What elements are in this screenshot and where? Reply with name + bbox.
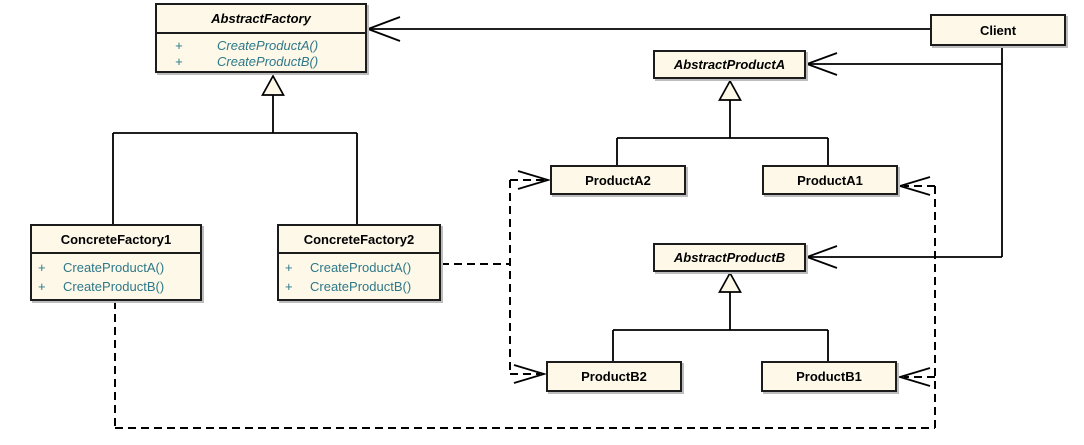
method-signature: CreateProductA() xyxy=(310,260,412,275)
class-concrete-factory2: ConcreteFactory2 + CreateProductA() + Cr… xyxy=(277,224,441,301)
methods-compartment: + CreateProductA() + CreateProductB() xyxy=(279,252,439,296)
class-product-b2: ProductB2 xyxy=(546,361,682,392)
method-row: + CreateProductB() xyxy=(285,277,439,296)
hollow-triangle-abstractproductb xyxy=(718,271,742,293)
class-title: ProductB1 xyxy=(796,369,862,384)
class-title: AbstractProductB xyxy=(673,250,786,265)
visibility-marker: + xyxy=(38,260,46,275)
class-client: Client xyxy=(930,14,1066,46)
association-client-to-abstractproductb xyxy=(804,245,1002,269)
class-concrete-factory1: ConcreteFactory1 + CreateProductA() + Cr… xyxy=(30,224,202,301)
class-title: Client xyxy=(979,22,1017,38)
association-client-to-abstractproducta xyxy=(804,52,1002,76)
class-title: ProductB2 xyxy=(581,369,647,384)
generalization-productb-tree xyxy=(612,271,829,361)
generalization-factories-tree xyxy=(112,74,358,224)
association-client-to-abstractfactory xyxy=(365,16,930,42)
class-title: ProductA1 xyxy=(797,172,863,188)
methods-compartment: + CreateProductA() + CreateProductB() xyxy=(32,252,200,296)
hollow-triangle-abstractproducta xyxy=(718,79,742,101)
visibility-marker: + xyxy=(285,260,293,275)
methods-compartment: + CreateProductA() + CreateProductB() xyxy=(157,32,365,70)
method-row: + CreateProductA() xyxy=(285,258,439,277)
class-abstract-product-a: AbstractProductA xyxy=(653,50,806,79)
visibility-marker: + xyxy=(38,279,46,294)
dependency-concretefactory1-to-products xyxy=(114,176,936,429)
class-product-a1: ProductA1 xyxy=(762,165,898,195)
method-row: + CreateProductA() xyxy=(38,258,200,277)
method-row: + CreateProductB() xyxy=(175,54,365,70)
visibility-marker: + xyxy=(285,279,293,294)
class-title: ProductA2 xyxy=(585,172,651,188)
class-title: ConcreteFactory2 xyxy=(303,231,415,247)
class-abstract-product-b: AbstractProductB xyxy=(653,243,806,272)
method-signature: CreateProductA() xyxy=(217,38,319,53)
class-title: AbstractProductA xyxy=(673,57,786,72)
class-title: ConcreteFactory1 xyxy=(60,231,172,247)
class-product-b1: ProductB1 xyxy=(761,361,897,392)
method-row: + CreateProductB() xyxy=(38,277,200,296)
visibility-marker: + xyxy=(175,54,183,69)
dependency-concretefactory2-to-products xyxy=(441,170,552,384)
method-signature: CreateProductB() xyxy=(63,279,165,294)
method-signature: CreateProductA() xyxy=(63,260,165,275)
class-abstract-factory: AbstractFactory + CreateProductA() + Cre… xyxy=(155,3,367,73)
hollow-triangle-abstractfactory xyxy=(261,74,285,96)
method-row: + CreateProductA() xyxy=(175,38,365,54)
generalization-producta-tree xyxy=(616,79,829,165)
class-title: AbstractFactory xyxy=(211,11,311,26)
method-signature: CreateProductB() xyxy=(217,54,319,69)
method-signature: CreateProductB() xyxy=(310,279,412,294)
visibility-marker: + xyxy=(175,38,183,53)
class-product-a2: ProductA2 xyxy=(550,165,686,195)
